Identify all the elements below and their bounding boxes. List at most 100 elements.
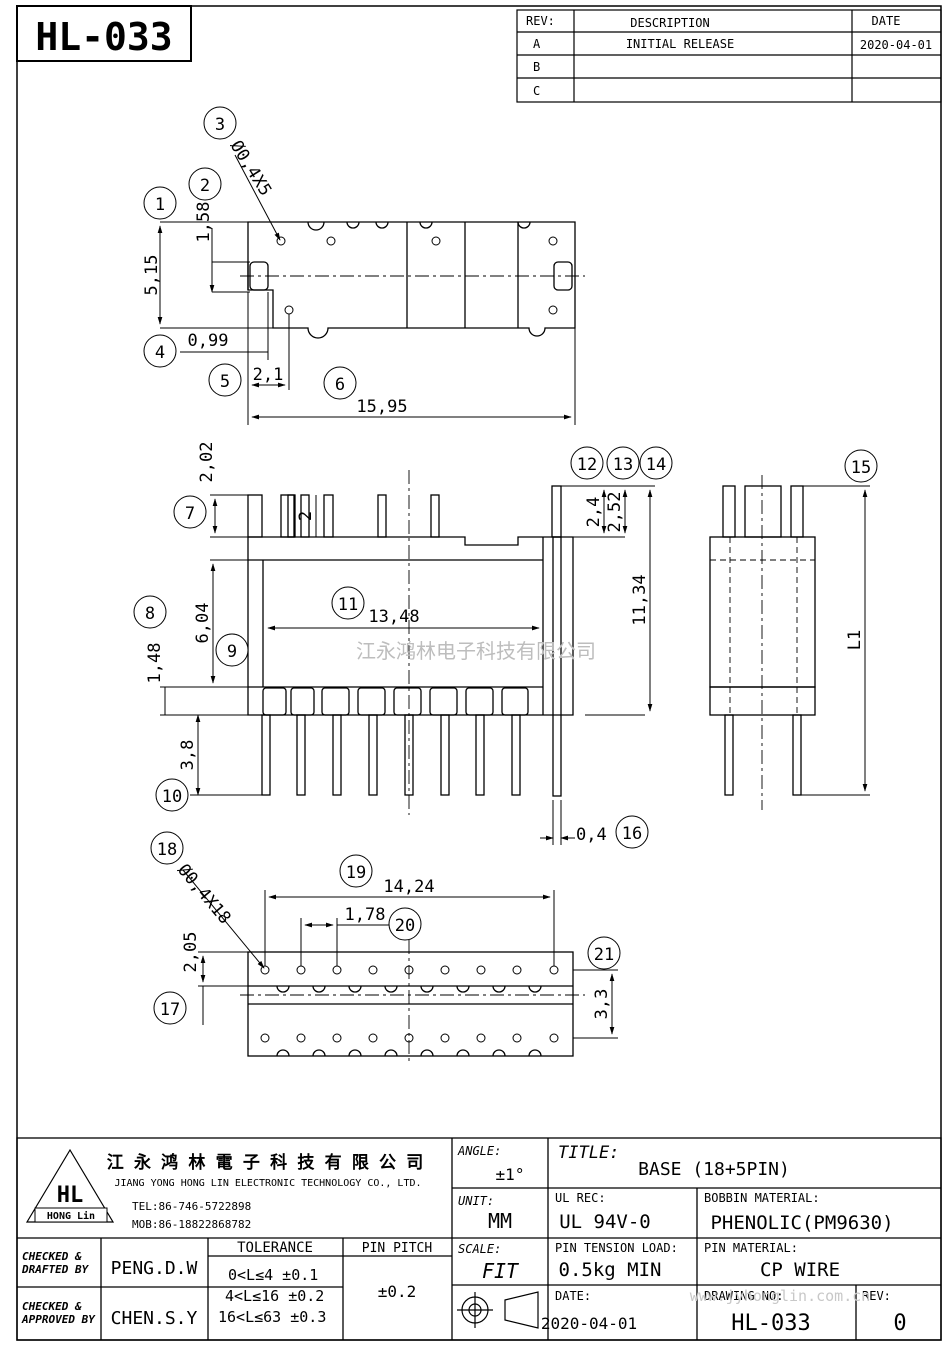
hole-spec-top: Ø0,4X5	[226, 137, 276, 200]
approved-by-name: CHEN.S.Y	[111, 1308, 198, 1329]
svg-text:13: 13	[613, 455, 633, 475]
company-name-en: JIANG YONG HONG LIN ELECTRONIC TECHNOLOG…	[114, 1178, 421, 1189]
dim-2-1: 2,1	[253, 365, 284, 385]
svg-text:6: 6	[335, 375, 345, 395]
svg-text:14: 14	[646, 455, 666, 475]
dim-3-3: 3,3	[592, 989, 612, 1020]
callout-9: 9	[215, 633, 249, 667]
checked-drafted-label-line1: CHECKED &	[22, 1250, 82, 1263]
pin-pitch-value: ±0.2	[378, 1282, 417, 1301]
svg-text:10: 10	[162, 787, 182, 807]
dim-0-4: 0,4	[576, 825, 607, 845]
company-name-cn: 江 永 鸿 林 電 子 科 技 有 限 公 司	[107, 1152, 424, 1173]
title-label: TITLE:	[558, 1143, 619, 1163]
dim-1-78: 1,78	[345, 905, 386, 925]
callout-19: 19	[339, 854, 373, 888]
svg-text:11: 11	[338, 595, 358, 615]
ul-label: UL REC:	[555, 1191, 606, 1205]
drafted-by-name: PENG.D.W	[111, 1258, 198, 1279]
dim-l1: L1	[845, 630, 865, 650]
date-label: DATE:	[555, 1289, 591, 1303]
unit-label: UNIT:	[458, 1194, 494, 1208]
svg-text:19: 19	[346, 863, 366, 883]
rev-label: REV:	[862, 1289, 891, 1303]
bobbin-value: PHENOLIC(PM9630)	[710, 1212, 893, 1234]
dim-3-8: 3,8	[178, 740, 198, 771]
rev-a-date: 2020-04-01	[860, 38, 932, 52]
callout-18: 18	[150, 831, 184, 865]
company-mob: MOB:86-18822868782	[132, 1218, 251, 1231]
tension-label: PIN TENSION LOAD:	[555, 1241, 678, 1255]
top-view-dims	[157, 154, 576, 425]
callout-2: 2	[188, 167, 222, 201]
bobbin-label: BOBBIN MATERIAL:	[704, 1191, 820, 1205]
svg-text:16: 16	[622, 824, 642, 844]
callouts: 1 2 3 4 5 6 7 8 9 10 11 12 13 14 15 16 1…	[133, 106, 878, 1025]
dim-1-58: 1,58	[194, 202, 214, 243]
dim-2-4: 2,4	[584, 497, 604, 528]
svg-text:4: 4	[155, 343, 165, 363]
callout-16: 16	[615, 815, 649, 849]
callout-8: 8	[133, 595, 167, 629]
rev-value: 0	[893, 1311, 906, 1336]
company-logo: HL HONG Lin	[25, 1148, 115, 1223]
callout-6: 6	[323, 366, 357, 400]
svg-text:20: 20	[395, 916, 415, 936]
tolerance-label: TOLERANCE	[237, 1240, 313, 1256]
side-view	[709, 475, 816, 810]
top-view	[240, 221, 585, 339]
dim-2: 2	[296, 511, 316, 521]
rev-c: C	[533, 84, 540, 98]
logo-subtext: HONG Lin	[47, 1210, 95, 1222]
drawing-no-value: HL-033	[731, 1311, 810, 1336]
svg-text:15: 15	[851, 458, 871, 478]
rev-b: B	[533, 60, 540, 74]
bottom-view-dims	[182, 869, 618, 1039]
checked-approved-label-line1: CHECKED &	[22, 1300, 82, 1313]
svg-text:17: 17	[160, 1000, 180, 1020]
side-view-dims	[801, 485, 870, 796]
tension-value: 0.5kg MIN	[559, 1259, 662, 1281]
callout-1: 1	[143, 186, 177, 220]
svg-text:1: 1	[155, 195, 165, 215]
drawing-no-label: DRAWING NO:	[704, 1289, 783, 1303]
pin-material-value: CP WIRE	[760, 1259, 840, 1281]
date-header: DATE	[872, 14, 901, 28]
rev-header: REV:	[526, 14, 555, 28]
callout-12: 12	[570, 446, 604, 480]
callout-17: 17	[153, 991, 187, 1025]
callout-14: 14	[639, 446, 673, 480]
dim-14-24: 14,24	[383, 877, 434, 897]
pin-material-label: PIN MATERIAL:	[704, 1241, 798, 1255]
unit-value: MM	[488, 1209, 512, 1233]
projection-symbol-icon	[457, 1291, 539, 1329]
svg-text:18: 18	[157, 840, 177, 860]
callout-5: 5	[208, 363, 242, 397]
callout-20: 20	[388, 907, 422, 941]
callout-13: 13	[606, 446, 640, 480]
angle-value: ±1°	[496, 1165, 525, 1184]
website-watermark: www.jyhonglin.com.cn	[690, 1287, 871, 1305]
hole-spec-bottom: Ø0,4X18	[173, 860, 234, 928]
front-view-dims	[160, 485, 655, 845]
scale-label: SCALE:	[458, 1242, 501, 1256]
bottom-view	[240, 940, 585, 1065]
description-header: DESCRIPTION	[630, 16, 709, 30]
svg-text:2: 2	[200, 176, 210, 196]
dim-15-95: 15,95	[356, 397, 407, 417]
dim-5-15: 5,15	[142, 255, 162, 296]
rev-a-description: INITIAL RELEASE	[626, 37, 734, 51]
dim-1-48: 1,48	[145, 643, 165, 684]
angle-label: ANGLE:	[457, 1144, 501, 1158]
title-block	[16, 1137, 942, 1341]
rev-a: A	[533, 37, 541, 51]
pin-pitch-label: PIN PITCH	[362, 1241, 432, 1256]
dim-0-99: 0,99	[188, 331, 229, 351]
front-view	[247, 470, 645, 815]
company-tel: TEL:86-746-5722898	[132, 1200, 251, 1213]
svg-text:12: 12	[577, 455, 597, 475]
svg-text:5: 5	[220, 372, 230, 392]
tolerance-row-3: 16<L≤63 ±0.3	[218, 1308, 326, 1326]
ul-value: UL 94V-0	[559, 1211, 651, 1233]
